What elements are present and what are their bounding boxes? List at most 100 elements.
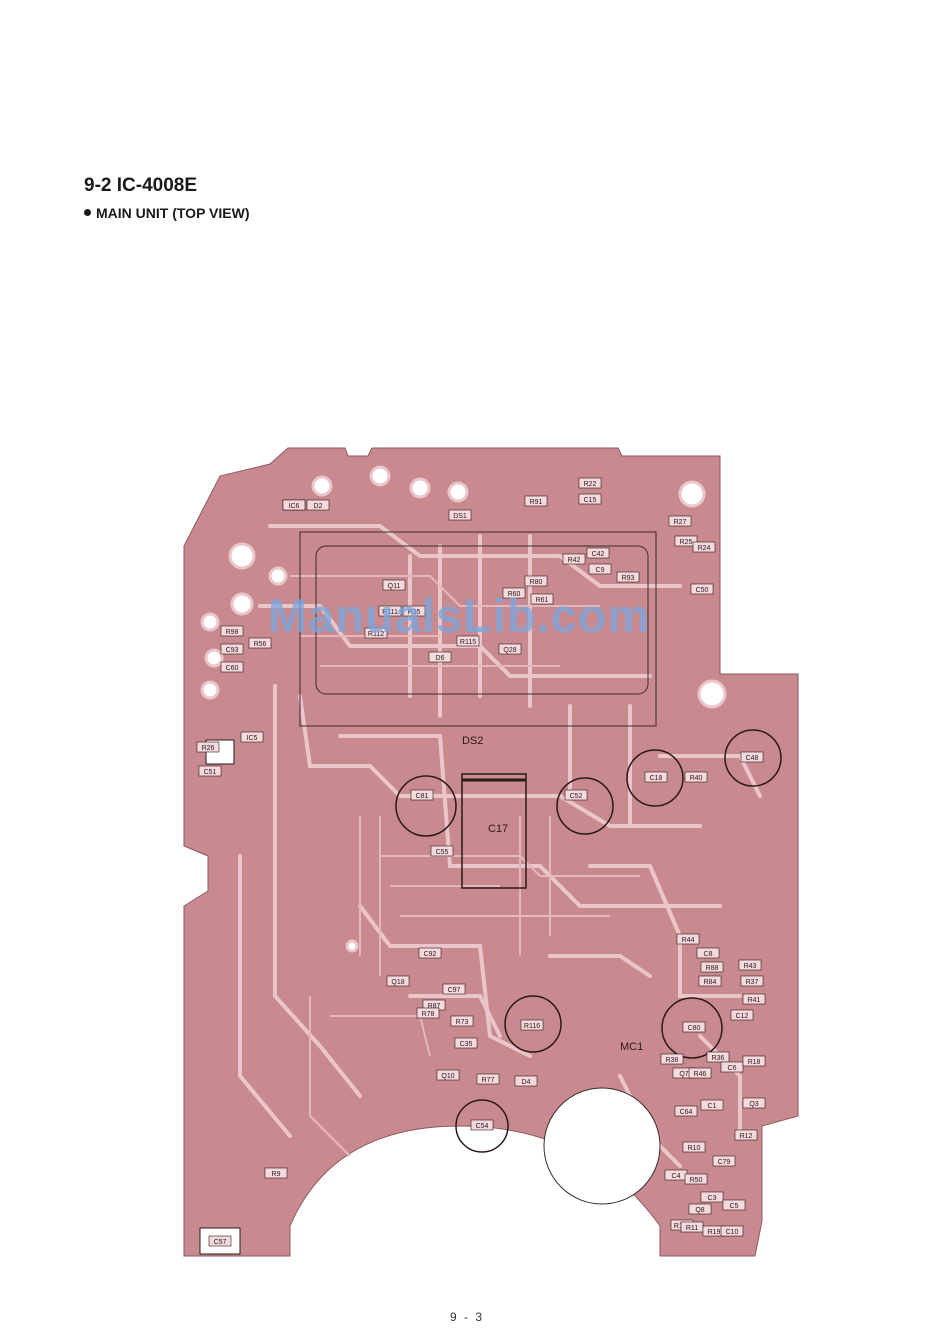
component-body [264,1167,288,1179]
component-body [196,741,220,753]
component-label: IC6 [289,503,300,510]
c17-label: C17 [488,823,508,835]
component-c81: C81 [410,789,434,801]
component-label: R87 [428,1003,441,1010]
component-label: C9 [596,567,605,574]
component-label: D4 [522,1079,531,1086]
component-body [700,1191,724,1203]
component-r37: R37 [740,975,764,987]
component-c10: C10 [720,1225,744,1237]
component-label: R111 [382,609,398,616]
component-c6: C6 [720,1061,744,1073]
component-label: C1 [708,1103,717,1110]
component-body [720,1225,744,1237]
page-number: 9 - 3 [450,1310,485,1324]
component-r50: R50 [684,1173,708,1185]
component-r41: R41 [742,993,766,1005]
component-body [644,771,668,783]
component-body [498,643,522,655]
component-c18: C18 [644,771,668,783]
component-body [428,651,452,663]
component-q8: Q8 [688,1203,712,1215]
component-label: C55 [436,849,449,856]
component-body [740,751,764,763]
component-q10: Q10 [436,1069,460,1081]
component-body [720,1061,744,1073]
component-label: R12 [740,1133,753,1140]
component-label: R36 [712,1055,725,1062]
component-d4: D4 [514,1075,538,1087]
component-r10: R10 [682,1141,706,1153]
component-q28: Q28 [498,643,522,655]
component-body [738,959,762,971]
component-c12: C12 [730,1009,754,1021]
component-c9: C9 [588,563,612,575]
component-r9: R9 [264,1167,288,1179]
component-label: C10 [726,1229,739,1236]
component-r22: R22 [578,477,602,489]
component-body [688,1067,712,1079]
component-body [742,1055,766,1067]
component-c92: C92 [418,947,442,959]
component-body [684,771,708,783]
component-r73: R73 [450,1015,474,1027]
component-label: C15 [584,497,597,504]
component-body [682,1141,706,1153]
smd-components: C20D2DS1R91R22C15R27R25R24C42R42C9R93R80… [196,477,766,1247]
component-label: R11 [686,1225,698,1232]
component-body [198,765,222,777]
component-body [208,1235,232,1247]
component-label: Q7 [679,1071,688,1078]
component-body [586,547,610,559]
component-label: R43 [744,963,757,970]
component-label: Q28 [503,647,516,654]
component-c8: C8 [696,947,720,959]
component-q3: Q3 [742,1097,766,1109]
component-label: R10 [688,1145,701,1152]
component-c4: C4 [664,1169,688,1181]
component-label: C8 [704,951,713,958]
component-label: R98 [226,629,239,636]
component-label: C81 [416,793,429,800]
component-c54: C54 [470,1119,494,1131]
pcb-holes [200,465,727,953]
component-r111: R111 [378,605,402,617]
component-r18: R18 [742,1055,766,1067]
component-body [416,1007,440,1019]
mic-outline [543,1087,661,1205]
component-label: Q3 [749,1101,758,1108]
component-label: DS1 [453,513,467,520]
component-body [402,605,426,617]
component-r11: R11 [680,1221,704,1233]
component-body [682,1021,706,1033]
component-body [520,1019,544,1031]
component-body [410,789,434,801]
component-r25: R25 [674,535,698,547]
display-outline [299,531,657,727]
component-body [674,1105,698,1117]
component-r12: R12 [734,1129,758,1141]
component-c97: C97 [442,983,466,995]
component-label: R80 [530,579,543,586]
component-body [220,661,244,673]
component-label: C80 [688,1025,701,1032]
component-label: R19 [708,1229,721,1236]
component-label: R46 [694,1071,707,1078]
component-body [706,1051,730,1063]
component-r36: R36 [706,1051,730,1063]
component-label: R42 [568,557,581,564]
component-r42: R42 [562,553,586,565]
component-r88: R88 [700,961,724,973]
component-body [454,1037,478,1049]
component-body [676,933,700,945]
component-body [588,563,612,575]
component-body [742,993,766,1005]
component-r84: R84 [698,975,722,987]
component-d2: D2 [306,499,330,511]
component-body [470,1119,494,1131]
component-body [684,1173,708,1185]
component-label: R25 [680,539,693,546]
component-r27: R27 [668,515,692,527]
component-c1: C1 [700,1099,724,1111]
